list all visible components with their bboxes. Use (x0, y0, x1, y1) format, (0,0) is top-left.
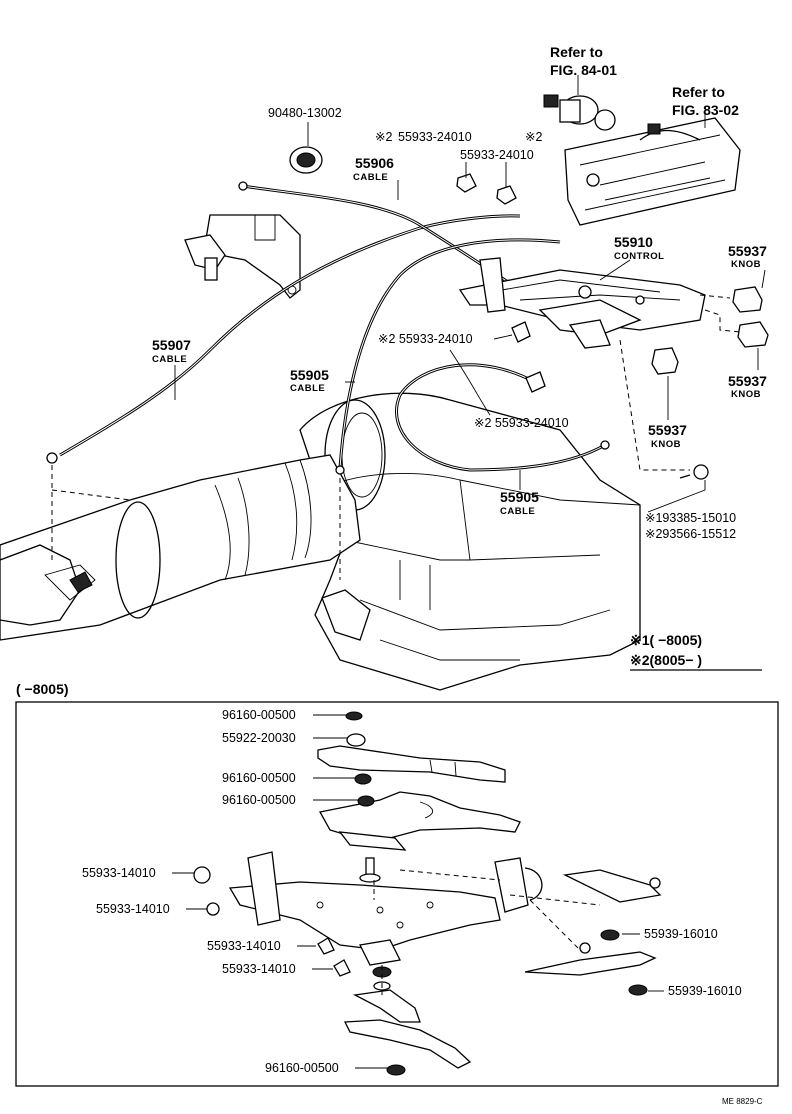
front-panel (564, 117, 741, 226)
clip-upper-2 (496, 185, 517, 205)
label-55910-num: 55910 (614, 234, 653, 250)
label-90480-13002: 90480-13002 (268, 106, 342, 120)
inset-frame (15, 701, 779, 1087)
screw (679, 464, 709, 480)
washer-bottom (386, 1064, 406, 1076)
cable-55907 (46, 214, 521, 464)
label-55907-word: CABLE (152, 354, 187, 365)
lever-plate-middle (318, 791, 521, 851)
label-193385: ※193385-15010 (645, 511, 736, 525)
knob-3 (651, 347, 679, 375)
knob-1 (732, 286, 763, 313)
label-55939-a: 55939-16010 (644, 927, 718, 941)
clip-mid-2 (525, 371, 546, 393)
label-55937-c-num: 55937 (648, 422, 687, 438)
cable-55905-b (395, 363, 610, 472)
leader-lines-upper (51, 75, 766, 580)
control-assembly (458, 257, 706, 349)
blower-switch (543, 94, 616, 131)
label-96160-a: 96160-00500 (222, 708, 296, 722)
label-55937-c-word: KNOB (651, 439, 681, 450)
label-55933-14010-a: 55933-14010 (82, 866, 156, 880)
refer-fig-83-line1: Refer to (672, 84, 725, 100)
clip-55922 (346, 733, 366, 747)
clip-l1 (317, 937, 335, 955)
clip-mid-1 (511, 321, 531, 343)
label-55933-a-mark: ※2 (375, 130, 392, 144)
nut-1 (193, 866, 211, 884)
label-55905-a-num: 55905 (290, 367, 329, 383)
base-plate (228, 851, 543, 966)
washer-55939-a (600, 929, 620, 941)
label-55937-b-num: 55937 (728, 373, 767, 389)
lever-plate-upper (317, 745, 506, 783)
label-55906-word: CABLE (353, 172, 388, 183)
air-duct (0, 454, 361, 641)
label-55933-d: ※2 55933-24010 (474, 416, 569, 430)
label-55933-c: ※2 55933-24010 (378, 332, 473, 346)
footer-code: ME 8829-C (722, 1097, 763, 1106)
refer-fig-84-line1: Refer to (550, 44, 603, 60)
label-55933-b: 55933-24010 (460, 148, 534, 162)
label-55910-word: CONTROL (614, 251, 664, 262)
label-55933-a: 55933-24010 (398, 130, 472, 144)
label-55905-b-word: CABLE (500, 506, 535, 517)
refer-fig-84-line2: FIG. 84-01 (550, 62, 617, 78)
label-55937-a-word: KNOB (731, 259, 761, 270)
legend-note-2: ※2(8005− ) (630, 652, 702, 668)
grommet (289, 146, 323, 174)
washer-3 (357, 795, 375, 807)
label-96160-b: 96160-00500 (222, 771, 296, 785)
label-96160-c: 96160-00500 (222, 793, 296, 807)
clip-upper-1 (456, 173, 477, 193)
label-96160-d: 96160-00500 (265, 1061, 339, 1075)
cable-55905-a (335, 238, 561, 475)
label-55933-14010-c: 55933-14010 (207, 939, 281, 953)
legend-note-1: ※1( −8005) (630, 632, 702, 648)
label-55937-b-word: KNOB (731, 389, 761, 400)
lever-plate-lower (343, 989, 472, 1069)
washer-55939-b (628, 984, 648, 996)
label-55933-b-mark: ※2 (525, 130, 542, 144)
label-55937-a-num: 55937 (728, 243, 767, 259)
label-55933-14010-b: 55933-14010 (96, 902, 170, 916)
refer-fig-83-line2: FIG. 83-02 (672, 102, 739, 118)
knob-2 (737, 321, 769, 348)
label-55939-b: 55939-16010 (668, 984, 742, 998)
label-55905-a-word: CABLE (290, 383, 325, 394)
label-55922-20030: 55922-20030 (222, 731, 296, 745)
label-55906-num: 55906 (355, 155, 394, 171)
label-55933-14010-d: 55933-14010 (222, 962, 296, 976)
stud (359, 857, 381, 883)
label-293566: ※293566-15512 (645, 527, 736, 541)
clip-l2 (333, 959, 351, 977)
mounting-bracket (184, 214, 301, 299)
washer-2 (354, 773, 372, 785)
washer-1 (345, 711, 363, 721)
arm-right-upper (562, 869, 662, 903)
leader-lines-lower (172, 714, 664, 1069)
label-55905-b-num: 55905 (500, 489, 539, 505)
inset-title: ( −8005) (16, 681, 69, 697)
arm-right-lower (524, 942, 657, 976)
nut-2 (206, 902, 220, 916)
label-55907-num: 55907 (152, 337, 191, 353)
